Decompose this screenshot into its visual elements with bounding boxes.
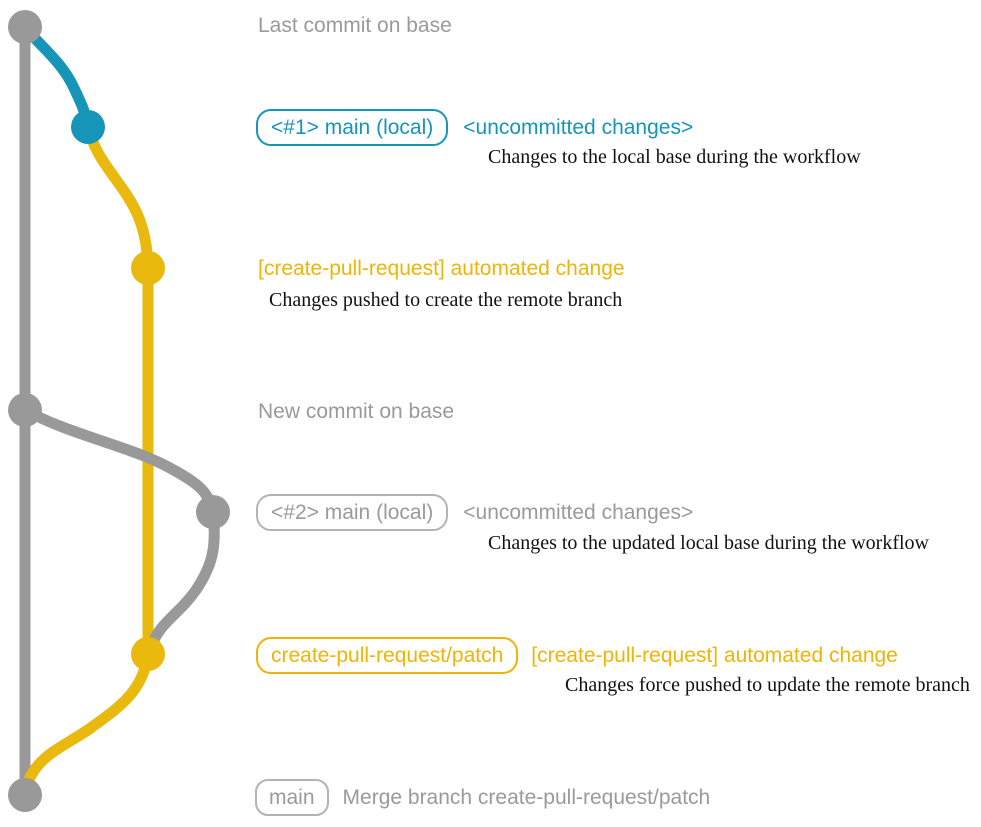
branch-badge-main-local-2: <#2> main (local) bbox=[256, 494, 449, 531]
uncommitted-changes-label-1: <uncommitted changes> bbox=[463, 116, 694, 139]
automated-change-label-1: [create-pull-request] automated change bbox=[258, 257, 625, 280]
branch-badge-create-pull-request-patch: create-pull-request/patch bbox=[256, 637, 519, 674]
branch-badge-main: main bbox=[255, 779, 329, 816]
merge-commit-message: Merge branch create-pull-request/patch bbox=[342, 786, 711, 809]
last-commit-label: Last commit on base bbox=[258, 14, 452, 37]
edge-patch-to-merge bbox=[19, 648, 154, 799]
commit-automated-change-1-node bbox=[131, 251, 165, 285]
edge-base-to-local1 bbox=[19, 21, 94, 133]
commit-1-main-local-node bbox=[71, 110, 105, 144]
commit-last-base-node bbox=[8, 10, 42, 44]
section5-row: main Merge branch create-pull-request/pa… bbox=[255, 779, 710, 816]
new-commit-label: New commit on base bbox=[258, 400, 455, 423]
git-graph bbox=[8, 10, 230, 812]
section2-description: Changes pushed to create the remote bran… bbox=[269, 289, 623, 311]
section4-description: Changes force pushed to update the remot… bbox=[565, 674, 970, 696]
edge-local1-to-remote bbox=[82, 121, 154, 274]
automated-change-label-2: [create-pull-request] automated change bbox=[531, 644, 898, 667]
commit-new-base-node bbox=[8, 393, 42, 427]
section3-row: <#2> main (local) <uncommitted changes> bbox=[256, 494, 693, 531]
commit-2-main-local-node bbox=[196, 495, 230, 529]
branch-badge-main-local-1: <#1> main (local) bbox=[256, 109, 449, 146]
section4-row: create-pull-request/patch [create-pull-r… bbox=[256, 637, 898, 674]
edge-newbase-to-local2 bbox=[19, 404, 219, 518]
commit-automated-change-2-node bbox=[131, 637, 165, 671]
section1-description: Changes to the local base during the wor… bbox=[488, 146, 861, 168]
section1-row: <#1> main (local) <uncommitted changes> bbox=[256, 109, 693, 146]
uncommitted-changes-label-2: <uncommitted changes> bbox=[463, 501, 694, 524]
section3-description: Changes to the updated local base during… bbox=[488, 532, 929, 554]
edge-local2-to-patch bbox=[144, 506, 220, 658]
commit-merge-node bbox=[8, 778, 42, 812]
